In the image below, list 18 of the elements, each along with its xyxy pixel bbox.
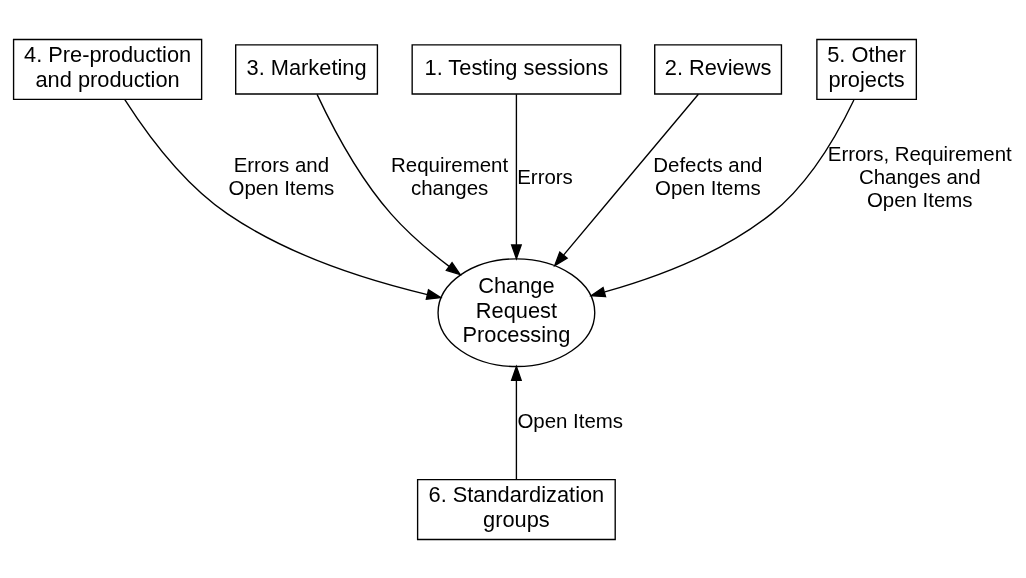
- node-box: 3. Marketing: [235, 43, 379, 95]
- edge-label: Defects and Open Items: [653, 152, 763, 199]
- edge-label: Errors, Requirement Changes and Open Items: [827, 141, 1012, 211]
- arrow: [589, 98, 855, 297]
- node-box: 5. Other projects: [816, 38, 918, 100]
- node-box: 2. Reviews: [654, 43, 783, 95]
- node-box: 6. Standardization groups: [416, 478, 616, 540]
- edge-label: Open Items: [517, 408, 624, 432]
- node-box: 1. Testing sessions: [411, 43, 622, 95]
- arrow: [316, 93, 462, 276]
- arrow: [510, 364, 523, 480]
- edge-label: Errors: [517, 164, 573, 188]
- edge-label: Requirement changes: [391, 152, 509, 199]
- node-box: 4. Pre-production and production: [12, 38, 203, 100]
- arrow: [124, 98, 443, 300]
- arrow: [553, 93, 700, 267]
- arrow: [510, 93, 523, 261]
- edge-label: Errors and Open Items: [228, 152, 335, 199]
